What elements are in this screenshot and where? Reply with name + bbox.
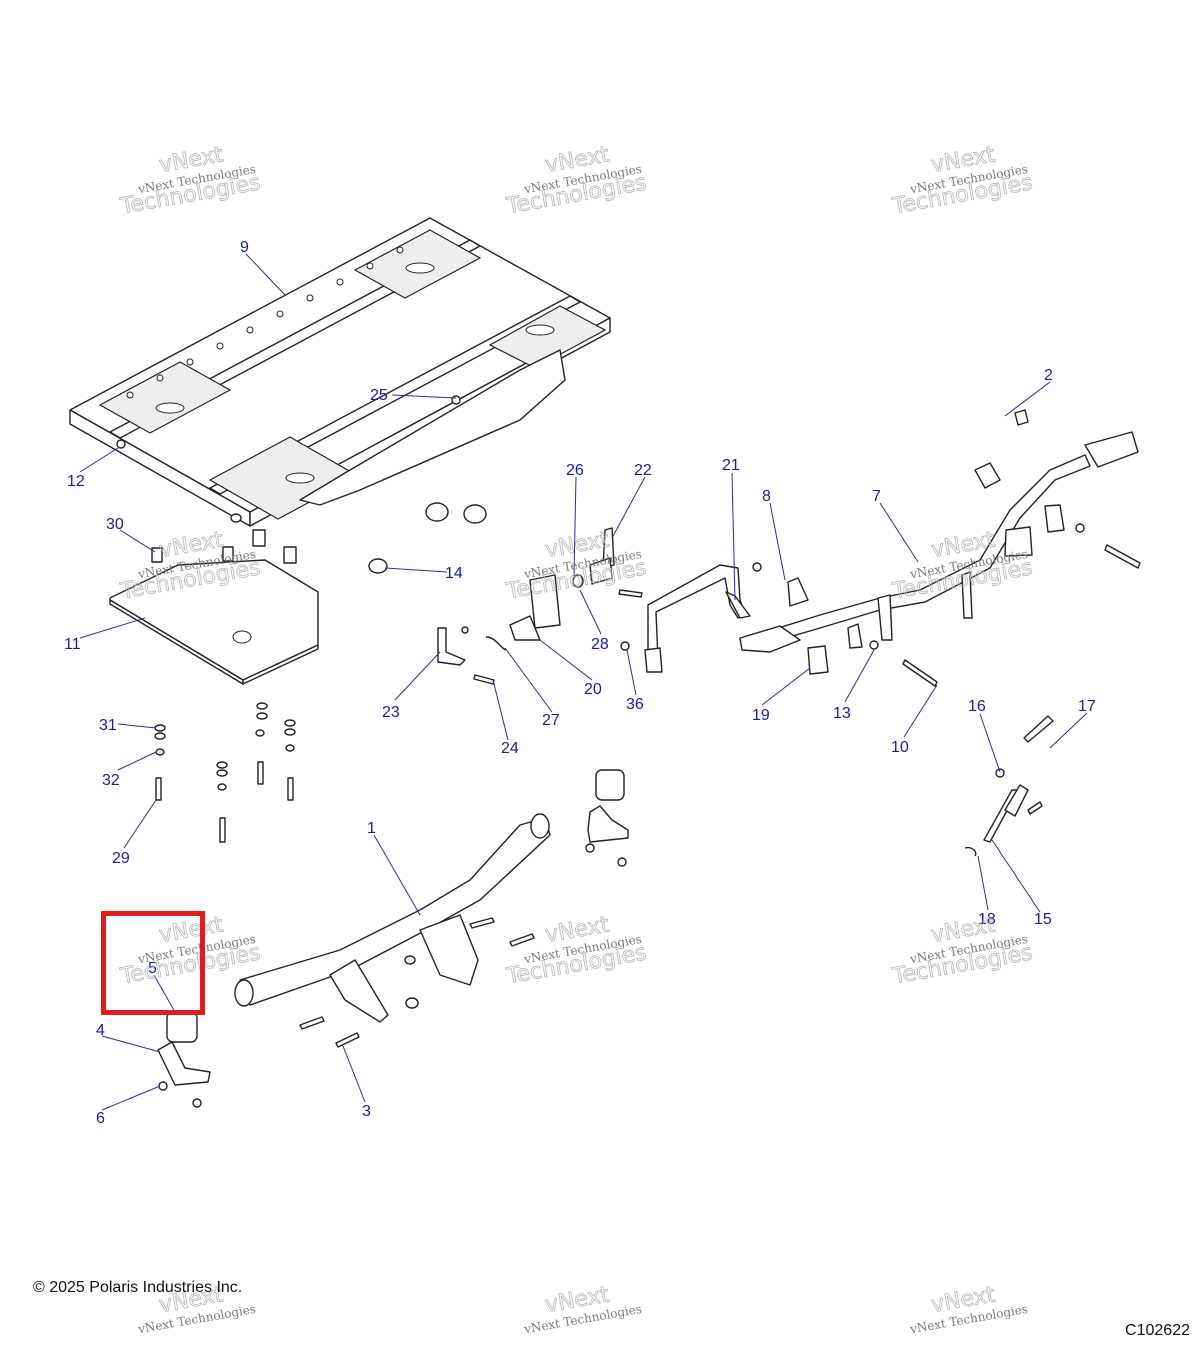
- watermark: vNext vNext Technologies Technologies: [890, 912, 1035, 990]
- copyright-notice: © 2025 Polaris Industries Inc.: [33, 1279, 243, 1296]
- callout-29[interactable]: 29: [112, 850, 130, 867]
- callout-27[interactable]: 27: [542, 712, 560, 729]
- callout-21[interactable]: 21: [722, 457, 740, 474]
- leader-lines: [79, 253, 1088, 1111]
- skid-plate: [109, 559, 319, 685]
- callout-23[interactable]: 23: [382, 704, 400, 721]
- callout-19[interactable]: 19: [752, 707, 770, 724]
- callout-1[interactable]: 1: [367, 820, 376, 837]
- watermark: vNext vNext Technologies Technologies: [890, 527, 1035, 605]
- tube-bushing-clamp-right: [585, 769, 629, 867]
- callout-labels: 1 2 3 4 5 6 7 8 9 10 11 12 13 14 15 16 1…: [64, 239, 1096, 1127]
- watermark: vNext vNext Technologies Technologies: [118, 912, 263, 990]
- brake-rod-assembly: [739, 409, 1141, 687]
- callout-31[interactable]: 31: [99, 717, 117, 734]
- callout-14[interactable]: 14: [445, 565, 463, 582]
- shift-linkage: [437, 527, 751, 685]
- fastener-group-left: [154, 702, 296, 843]
- callout-22[interactable]: 22: [634, 462, 652, 479]
- callout-10[interactable]: 10: [891, 739, 909, 756]
- figure-code: C102622: [1125, 1322, 1190, 1339]
- callout-5[interactable]: 5: [148, 960, 157, 977]
- watermark: vNext vNext Technologies: [522, 1282, 643, 1337]
- watermark: vNext vNext Technologies Technologies: [118, 142, 263, 220]
- frame-bushings: [116, 395, 487, 574]
- watermark: vNext vNext Technologies Technologies: [504, 142, 649, 220]
- callout-16[interactable]: 16: [968, 698, 986, 715]
- cargo-box-frame: [69, 217, 611, 527]
- tube-bushing-clamp-left: [157, 1011, 211, 1108]
- callout-9[interactable]: 9: [240, 239, 249, 256]
- watermark: vNext vNext Technologies Technologies: [504, 912, 649, 990]
- callout-3[interactable]: 3: [362, 1103, 371, 1120]
- callout-2[interactable]: 2: [1044, 367, 1053, 384]
- callout-8[interactable]: 8: [762, 488, 771, 505]
- callout-25[interactable]: 25: [370, 387, 388, 404]
- callout-20[interactable]: 20: [584, 681, 602, 698]
- callout-4[interactable]: 4: [96, 1022, 105, 1039]
- callout-6[interactable]: 6: [96, 1110, 105, 1127]
- callout-28[interactable]: 28: [591, 636, 609, 653]
- callout-36[interactable]: 36: [626, 696, 644, 713]
- watermark: vNext vNext Technologies Technologies: [890, 142, 1035, 220]
- callout-17[interactable]: 17: [1078, 698, 1096, 715]
- callout-32[interactable]: 32: [102, 772, 120, 789]
- callout-24[interactable]: 24: [501, 740, 519, 757]
- callout-7[interactable]: 7: [872, 488, 881, 505]
- gas-strut: [964, 715, 1054, 857]
- callout-12[interactable]: 12: [67, 473, 85, 490]
- callout-15[interactable]: 15: [1034, 911, 1052, 928]
- callout-26[interactable]: 26: [566, 462, 584, 479]
- watermark: vNext vNext Technologies: [908, 1282, 1029, 1337]
- callout-30[interactable]: 30: [106, 516, 124, 533]
- callout-13[interactable]: 13: [833, 705, 851, 722]
- callout-11[interactable]: 11: [64, 636, 81, 653]
- callout-18[interactable]: 18: [978, 911, 996, 928]
- rear-cross-tube: [234, 813, 551, 1048]
